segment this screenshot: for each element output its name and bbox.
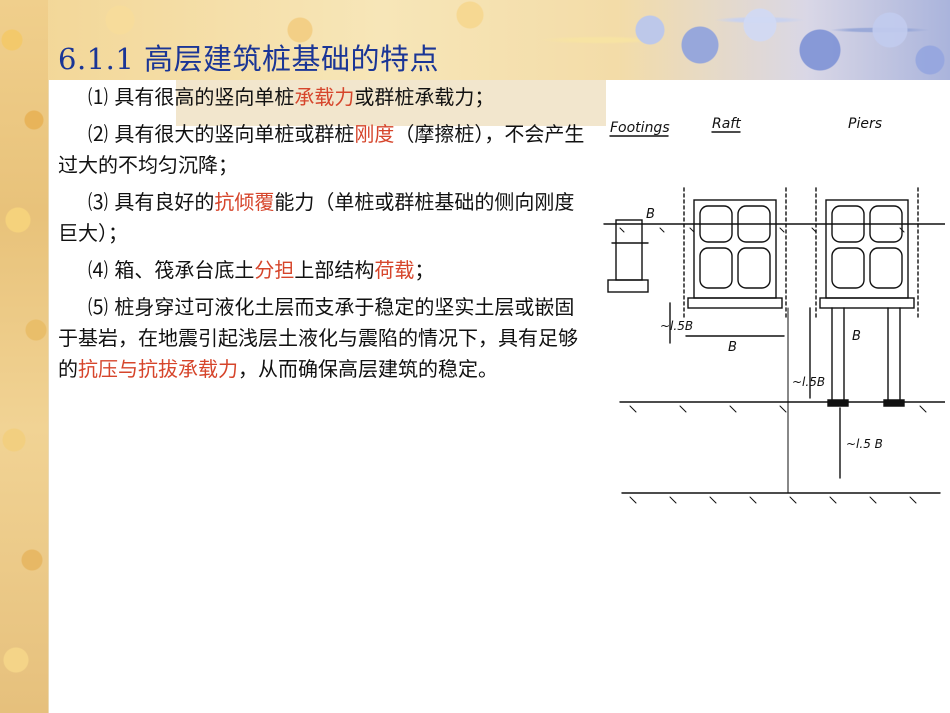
foundation-diagram: Footings Raft Piers B B ~l.5B B ~l.5B ~l…: [603, 116, 945, 504]
label-b-pier: B: [852, 329, 861, 344]
background-left-strip: [0, 0, 48, 713]
feature-item: ⑸ 桩身穿过可液化土层而支承于稳定的坚实土层或嵌固于基岩，在地震引起浅层土液化与…: [58, 292, 588, 385]
label-dim-pier-top: ~l.5B: [792, 375, 825, 389]
highlighted-term: 荷载: [374, 258, 415, 282]
item-text: 能力（单桩或群桩基础的侧向刚度巨大）；: [58, 190, 575, 245]
item-text: ，从而确保高层建筑的稳定。: [238, 357, 498, 381]
item-text: 上部结构: [294, 258, 375, 282]
item-text: ⑸ 桩身穿过可液化土层而支承于稳定的坚实土层或嵌固于基岩，在地震引起浅层土液化与…: [58, 295, 578, 381]
pier-cap: [819, 297, 915, 309]
highlighted-term: 抗倾覆: [214, 190, 275, 214]
raft-slab: [687, 297, 783, 309]
page-title: 6.1.1 高层建筑桩基础的特点: [58, 42, 440, 76]
feature-item: ⑵ 具有很大的竖向单桩或群桩刚度（摩擦桩），不会产生过大的不均匀沉降；: [58, 119, 588, 181]
item-text: ⑷ 箱、筏承台底土: [88, 258, 255, 282]
label-piers: Piers: [848, 116, 882, 132]
item-text: ；: [414, 258, 435, 282]
label-dim-pier-bottom: ~l.5 B: [846, 437, 883, 451]
highlighted-term: 承载力: [294, 85, 355, 109]
label-b-raft: B: [728, 340, 737, 355]
title-underlay: [176, 80, 606, 126]
feature-item: ⑶ 具有良好的抗倾覆能力（单桩或群桩基础的侧向刚度巨大）；: [58, 187, 588, 249]
label-dim-raft: ~l.5B: [660, 319, 693, 333]
footing-base: [607, 279, 649, 293]
flower-decoration: [610, 0, 950, 80]
feature-item: ⑴ 具有很高的竖向单桩承载力或群桩承载力；: [58, 82, 588, 113]
feature-list: ⑴ 具有很高的竖向单桩承载力或群桩承载力； ⑵ 具有很大的竖向单桩或群桩刚度（摩擦…: [58, 82, 588, 391]
item-text: ⑶ 具有良好的: [88, 190, 215, 214]
item-text: 或群桩承载力；: [354, 85, 495, 109]
item-text: ⑴ 具有很高的竖向单桩: [88, 85, 295, 109]
footing-column: [615, 219, 643, 281]
label-footings: Footings: [610, 120, 670, 136]
raft-building: [693, 199, 777, 299]
divider-line: [48, 80, 49, 713]
item-text: （摩擦桩），不会产生过大的不均匀沉降；: [58, 122, 585, 177]
label-b-footing: B: [646, 207, 655, 222]
feature-item: ⑷ 箱、筏承台底土分担上部结构荷载；: [58, 255, 588, 286]
pier-building: [825, 199, 909, 299]
label-raft: Raft: [712, 116, 741, 132]
highlighted-term: 分担: [254, 258, 295, 282]
highlighted-term: 刚度: [354, 122, 395, 146]
highlighted-term: 抗压与抗拔承载力: [78, 357, 238, 381]
item-text: ⑵ 具有很大的竖向单桩或群桩: [88, 122, 355, 146]
